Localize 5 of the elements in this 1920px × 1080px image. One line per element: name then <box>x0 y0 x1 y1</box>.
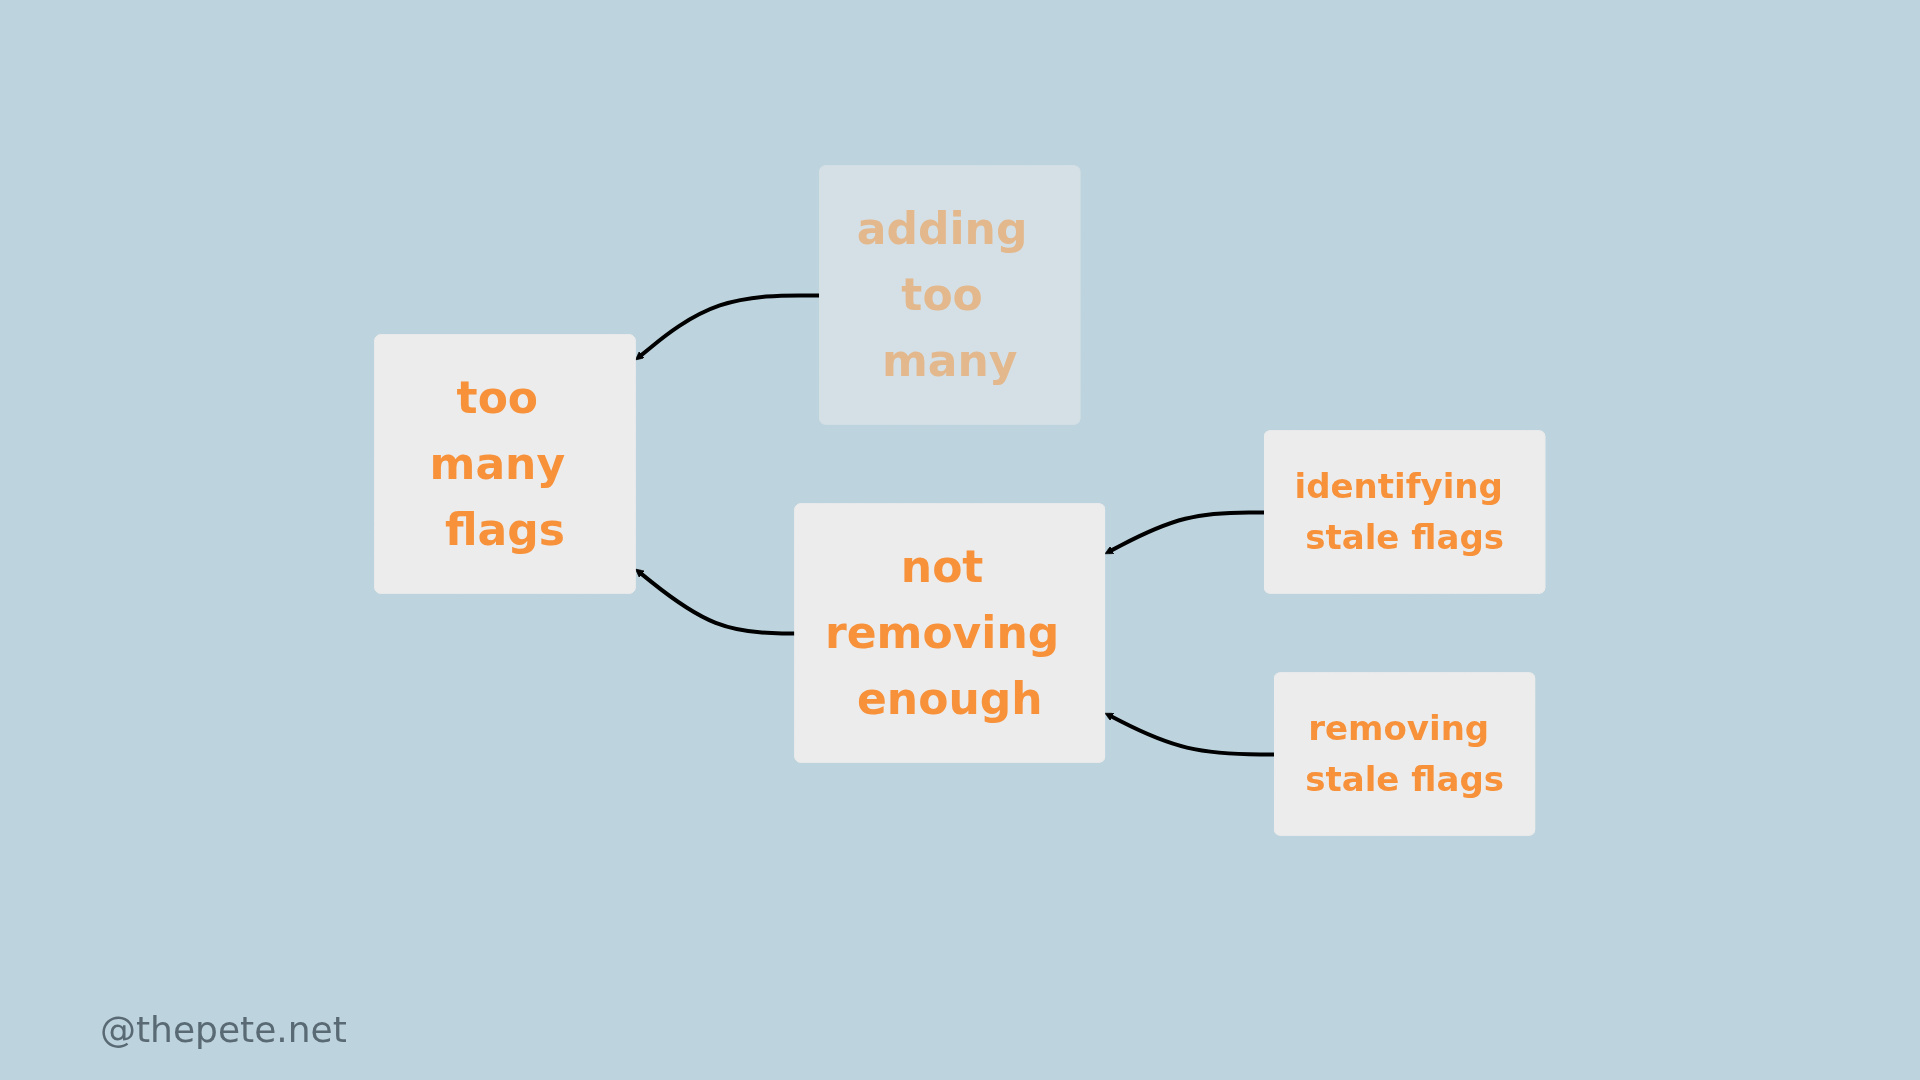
arrow <box>1104 712 1276 756</box>
arrow <box>1104 509 1266 554</box>
arrow <box>635 292 821 360</box>
handle-text: @thepete.net <box>100 1009 347 1050</box>
arrow <box>635 568 796 635</box>
